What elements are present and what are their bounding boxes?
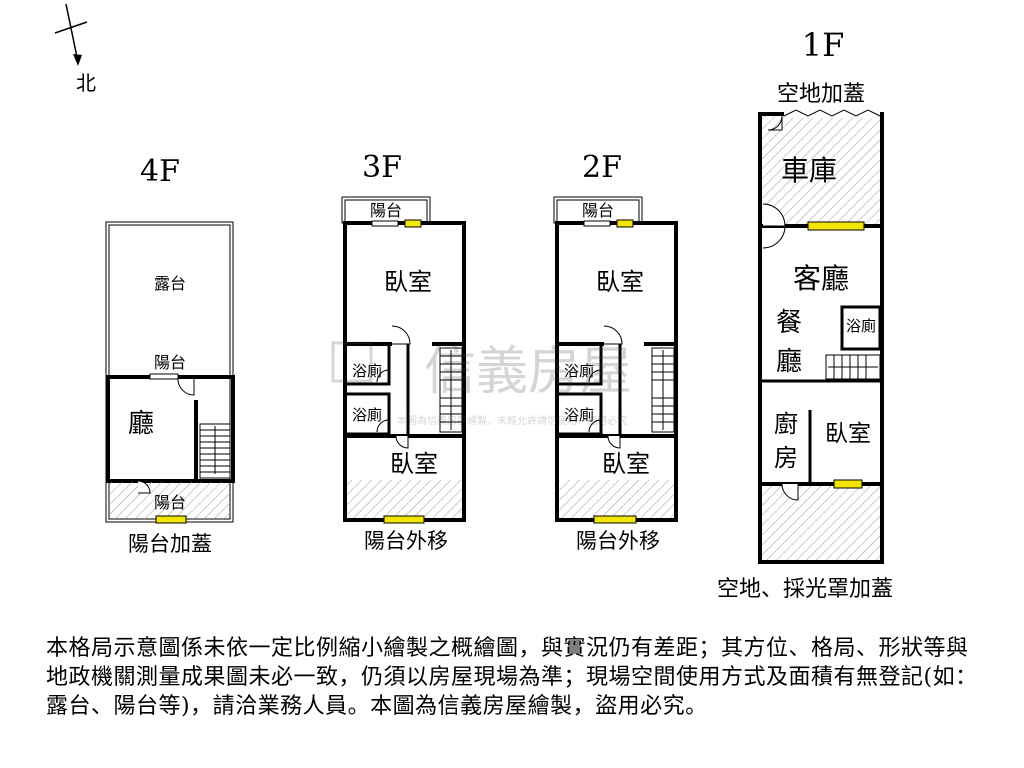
- window-4f: [155, 515, 187, 524]
- room-dining-1: 餐: [776, 308, 802, 338]
- room-bedroom-top-3f: 臥室: [384, 268, 432, 296]
- compass-north-label: 北: [76, 71, 96, 95]
- floor-2f-title: 2F: [582, 150, 622, 185]
- room-kitchen-1: 廚: [774, 410, 798, 438]
- room-bath-1f: 浴廁: [846, 317, 876, 335]
- room-bath-1-2f: 浴廁: [564, 362, 594, 380]
- disclaimer-text: 本格局示意圖係未依一定比例縮小繪製之概繪圖，與實況仍有差距；其方位、格局、形狀等…: [46, 636, 978, 719]
- room-bedroom-bottom-3f: 臥室: [390, 450, 438, 478]
- floor-3f: 3F 陽台 臥室 浴廁: [341, 150, 466, 553]
- watermark-brand: 信義房屋: [424, 342, 632, 402]
- floor-1f-note-bottom: 空地、採光罩加蓋: [717, 577, 893, 602]
- room-garage: 車庫: [781, 154, 837, 187]
- window-2f: [593, 515, 637, 524]
- window-3f: [383, 515, 425, 524]
- room-living-1f: 客廳: [793, 262, 849, 295]
- north-arrow-icon: [65, 3, 79, 63]
- room-dining-2: 廳: [776, 347, 802, 377]
- floor-4f: 4F 露台 陽台 廳 陽台 陽台加蓋: [105, 154, 235, 556]
- floor-2f: 2F 陽台 臥室 浴廁 浴廁 臥室 陽台外移: [553, 150, 678, 553]
- floor-1f-note-top: 空地加蓋: [777, 82, 865, 107]
- floor-4f-title: 4F: [140, 154, 180, 189]
- room-balcony-bottom: 陽台: [154, 493, 186, 512]
- room-bath-2-2f: 浴廁: [564, 406, 594, 424]
- floor-4f-note: 陽台加蓋: [128, 532, 212, 556]
- floor-1f-title: 1F: [802, 26, 845, 64]
- watermark: 信義房屋 本圖為信義房屋繪製，未經允許請勿使用，盜用必究: [331, 341, 632, 427]
- brand-logo-icon: [331, 341, 373, 383]
- room-living: 廳: [128, 409, 154, 439]
- room-kitchen-2: 房: [774, 444, 798, 472]
- room-bedroom-bottom-2f: 臥室: [602, 450, 650, 478]
- room-bedroom-1f: 臥室: [825, 421, 871, 447]
- floor-3f-title: 3F: [362, 150, 402, 185]
- floor-3f-note: 陽台外移: [364, 529, 448, 553]
- room-bedroom-top-2f: 臥室: [596, 268, 644, 296]
- room-bath-1-3f: 浴廁: [352, 362, 382, 380]
- room-terrace: 露台: [154, 274, 186, 293]
- compass: 北: [54, 3, 96, 95]
- room-balcony-mid: 陽台: [154, 353, 186, 372]
- room-balcony-2f: 陽台: [582, 201, 614, 220]
- room-balcony-3f: 陽台: [370, 201, 402, 220]
- floor-1f: 1F 空地加蓋 車庫 客廳: [717, 26, 893, 602]
- floor-2f-note: 陽台外移: [576, 529, 660, 553]
- room-bath-2-3f: 浴廁: [352, 406, 382, 424]
- watermark-small: 本圖為信義房屋繪製，未經允許請勿使用，盜用必究: [397, 414, 627, 427]
